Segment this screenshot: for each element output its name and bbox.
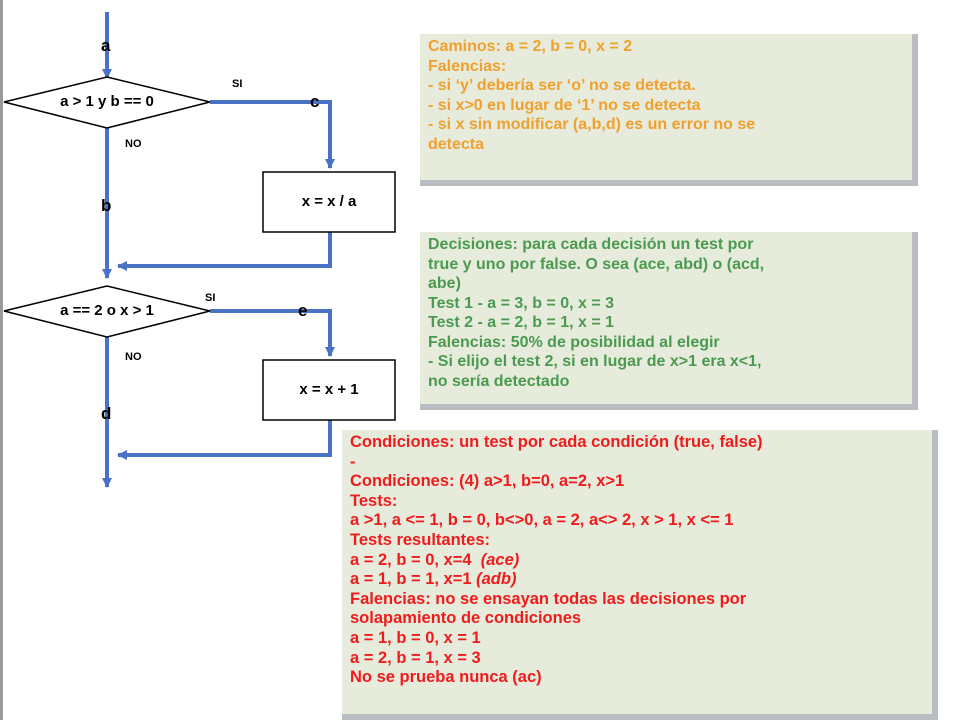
flowchart	[3, 12, 396, 488]
note-line: solapamiento de condiciones	[350, 609, 582, 628]
test-values: a = 2, b = 0, x=4	[350, 550, 472, 569]
note-line: Falencias: no se ensayan todas las decis…	[350, 589, 747, 608]
note-line: Falencias:	[428, 57, 507, 75]
path-name: (adb)	[476, 570, 517, 589]
yes-label-1: SI	[232, 78, 243, 90]
decision1-text: a > 1 y b == 0	[60, 93, 154, 110]
note-line: a = 1, b = 0, x = 1	[350, 628, 481, 647]
decision-diamond-1	[3, 76, 211, 129]
note-line: Test 2 - a = 2, b = 1, x = 1	[428, 314, 615, 331]
no-label-1: NO	[125, 138, 142, 150]
note-decisiones: Decisiones: para cada decisión un test p…	[420, 232, 918, 410]
note-line: - si x sin modificar (a,b,d) es un error…	[428, 116, 756, 133]
note-line: - si ‘y’ debería ser ‘o’ no se detecta.	[428, 77, 696, 94]
note-line: - si x>0 en lugar de ‘1’ no se detecta	[428, 96, 701, 114]
path-label-d: d	[101, 404, 112, 423]
note-line: Tests resultantes:	[350, 530, 490, 549]
process2-text: x = x + 1	[299, 381, 359, 398]
arrow-path-c	[210, 100, 335, 169]
test-values: a = 1, b = 1, x=1	[350, 570, 472, 589]
arrow-path-e	[210, 309, 335, 357]
note-line-with-path: a = 2, b = 0, x=4 (ace)	[350, 551, 924, 571]
note-line: - Si elijo el test 2, si en lugar de x>1…	[428, 353, 762, 370]
path-label-b: b	[101, 196, 112, 215]
note-line: no sería detectado	[428, 372, 570, 390]
note-line: Condiciones: un test por cada condición …	[350, 433, 763, 451]
path-label-e: e	[298, 301, 308, 320]
note-line: Condiciones: (4) a>1, b=0, a=2, x>1	[350, 472, 625, 491]
note-line: Decisiones: para cada decisión un test p…	[428, 236, 754, 253]
note-line: a = 2, b = 1, x = 3	[350, 648, 481, 667]
decision-diamond-2	[3, 285, 211, 338]
note-line: Test 1 - a = 3, b = 0, x = 3	[428, 294, 615, 312]
process-box-1	[262, 171, 396, 233]
path-label-c: c	[310, 92, 320, 111]
arrow-process2-merge	[117, 420, 332, 460]
note-line: No se prueba nunca (ac)	[350, 668, 542, 687]
note-line: detecta	[428, 135, 485, 153]
slide-left-border	[0, 0, 3, 720]
note-line: Tests:	[350, 491, 398, 510]
note-line: Falencias: 50% de posibilidad al elegir	[428, 333, 720, 351]
no-label-2: NO	[125, 351, 142, 363]
note-line: true y uno por false. O sea (ace, abd) o…	[428, 255, 765, 273]
note-line-with-path: a = 1, b = 1, x=1 (adb)	[350, 570, 924, 590]
yes-label-2: SI	[205, 292, 216, 304]
arrow-process1-merge	[117, 232, 332, 271]
process-box-2	[262, 359, 396, 421]
process1-text: x = x / a	[301, 193, 357, 210]
note-line: a >1, a <= 1, b = 0, b<>0, a = 2, a<> 2,…	[350, 511, 734, 530]
path-name: (ace)	[480, 550, 520, 569]
note-condiciones: Condiciones: un test por cada condición …	[342, 430, 938, 720]
note-caminos: Caminos: a = 2, b = 0, x = 2 Falencias: …	[420, 34, 918, 186]
decision2-text: a == 2 o x > 1	[60, 302, 154, 319]
note-line: abe)	[428, 275, 461, 292]
note-line: -	[350, 452, 356, 471]
path-label-a: a	[101, 36, 111, 55]
note-line: Caminos: a = 2, b = 0, x = 2	[428, 38, 633, 55]
